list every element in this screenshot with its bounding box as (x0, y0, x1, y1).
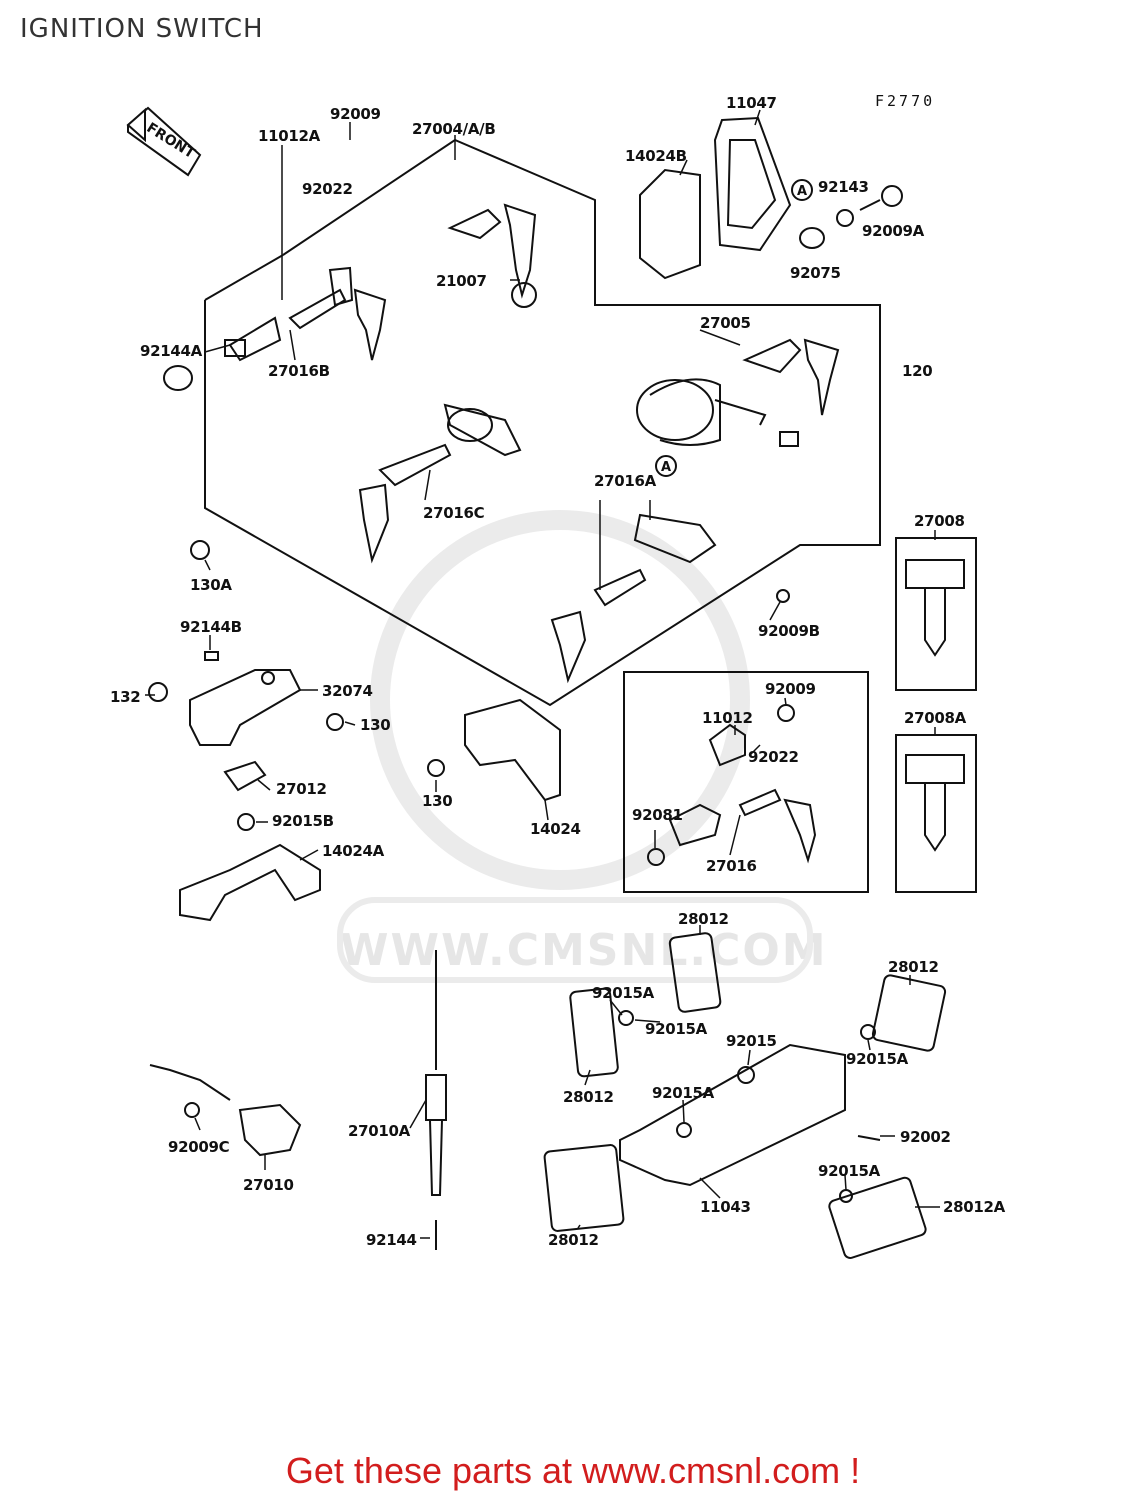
part-label: 92015A (652, 1084, 714, 1102)
part-label: 92015A (818, 1162, 880, 1180)
part-label: 28012A (943, 1198, 1005, 1216)
part-label: 92144A (140, 342, 202, 360)
part-label: 27016 (706, 857, 757, 875)
key-card-27008A (895, 734, 977, 893)
part-label: 92009A (862, 222, 924, 240)
part-label: 92002 (900, 1128, 951, 1146)
part-label: 130 (360, 716, 391, 734)
part-label: 92022 (302, 180, 353, 198)
part-label: 32074 (322, 682, 373, 700)
part-label: 28012 (563, 1088, 614, 1106)
part-label: 27016A (594, 472, 656, 490)
part-label: 28012 (548, 1231, 599, 1249)
part-label: 92144 (366, 1231, 417, 1249)
footer-promo: Get these parts at www.cmsnl.com ! (0, 1450, 1146, 1492)
part-label: 11012A (258, 127, 320, 145)
part-label: 27005 (700, 314, 751, 332)
part-label: 92009B (758, 622, 820, 640)
part-label: 92009 (330, 105, 381, 123)
part-label: 27016C (423, 504, 485, 522)
figure-code: F2770 (875, 92, 936, 110)
part-label: 28012 (888, 958, 939, 976)
part-label: 11043 (700, 1198, 751, 1216)
footer-link[interactable]: Get these parts at www.cmsnl.com ! (285, 1450, 861, 1491)
parts-diagram: FRONT (126, 106, 977, 1259)
part-label: 92075 (790, 264, 841, 282)
part-label: 130 (422, 792, 453, 810)
part-label: 92143 (818, 178, 869, 196)
callout-marker-a: A (661, 460, 671, 475)
part-label: 120 (902, 362, 933, 380)
part-label: 92015B (272, 812, 334, 830)
part-label: 11012 (702, 709, 753, 727)
part-label: 11047 (726, 94, 777, 112)
part-label: 92009C (168, 1138, 230, 1156)
page-title: IGNITION SWITCH (20, 14, 264, 44)
part-label: 14024 (530, 820, 581, 838)
part-label: 92022 (748, 748, 799, 766)
key-card-27008 (895, 537, 977, 691)
part-label: 27004/A/B (412, 120, 496, 138)
part-label: 27008A (904, 709, 966, 727)
part-label: 27012 (276, 780, 327, 798)
part-label: 14024B (625, 147, 687, 165)
part-label: 27008 (914, 512, 965, 530)
part-label: 27016B (268, 362, 330, 380)
part-label: 28012 (678, 910, 729, 928)
front-arrow-icon: FRONT (126, 106, 202, 177)
watermark-text: WWW.CMSNL.COM (340, 925, 828, 976)
part-label: 92009 (765, 680, 816, 698)
callout-marker-a: A (797, 184, 807, 199)
part-label: 92015A (592, 984, 654, 1002)
watermark-logo (370, 510, 750, 890)
part-label: 92081 (632, 806, 683, 824)
part-label: 92015A (645, 1020, 707, 1038)
part-label: 92144B (180, 618, 242, 636)
part-label: 14024A (322, 842, 384, 860)
part-label: 27010 (243, 1176, 294, 1194)
part-label: 92015A (846, 1050, 908, 1068)
part-label: 130A (190, 576, 232, 594)
part-label: 27010A (348, 1122, 410, 1140)
part-label: 92015 (726, 1032, 777, 1050)
part-label: 132 (110, 688, 141, 706)
part-label: 21007 (436, 272, 487, 290)
